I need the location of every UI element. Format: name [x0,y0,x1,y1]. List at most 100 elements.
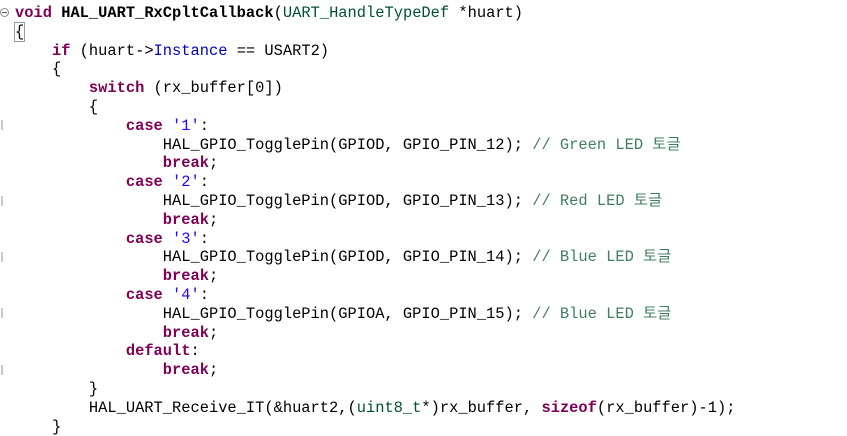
code-token: } [15,379,99,398]
code-token: : [199,116,210,135]
code-token: HAL_UART_RxCpltCallback [61,4,274,22]
code-line[interactable]: void HAL_UART_RxCpltCallback(UART_Handle… [15,4,735,23]
code-token: ; [208,323,219,342]
code-token: '2' [172,173,200,192]
code-line[interactable]: HAL_GPIO_TogglePin(GPIOD, GPIO_PIN_12); … [15,136,735,155]
code-token: HAL_GPIO_TogglePin(GPIOD, GPIO_PIN_13); [15,191,533,210]
code-line[interactable]: } [15,418,735,436]
code-token: case [125,285,163,304]
code-token [15,267,163,285]
code-token [52,4,61,22]
code-token: HAL_GPIO_TogglePin(GPIOA, GPIO_PIN_15); [15,304,533,323]
gutter-marker [1,308,3,318]
code-token [15,154,163,172]
code-token: { [15,97,99,116]
code-line[interactable]: HAL_GPIO_TogglePin(GPIOA, GPIO_PIN_15); … [15,305,735,324]
code-token: '1' [172,116,200,135]
gutter-marker [1,120,3,130]
gutter-marker [1,252,3,262]
code-line[interactable]: { [15,60,735,79]
code-line[interactable]: break; [15,324,735,343]
code-token [163,230,172,248]
code-token: // Red LED 토글 [532,191,663,210]
code-token: *huart) [449,4,524,22]
code-token: : [199,229,210,248]
code-token: break [162,154,209,173]
code-token: case [125,173,163,192]
code-line[interactable]: HAL_GPIO_TogglePin(GPIOD, GPIO_PIN_14); … [15,248,735,267]
code-token: sizeof [541,398,597,417]
code-token: ; [208,361,219,380]
code-token: (rx_buffer[0]) [144,79,283,98]
code-token [163,117,172,135]
code-token: // Blue LED 토글 [532,248,672,267]
code-line[interactable]: break; [15,361,735,380]
code-line[interactable]: case '3': [15,230,735,249]
code-token [15,324,163,342]
code-token: == USART2) [227,41,330,60]
code-token [15,361,163,379]
code-token: UART_HandleTypeDef [282,4,450,22]
code-line[interactable]: break; [15,154,735,173]
code-token: if [51,41,71,60]
code-line[interactable]: case '2': [15,173,735,192]
code-token: ; [208,267,219,286]
code-token: { [13,21,26,42]
code-token: HAL_UART_Receive_IT(&huart2,( [15,398,357,417]
code-line[interactable]: case '1': [15,117,735,136]
code-token: default [125,342,191,361]
code-token [15,117,126,135]
gutter-marker [1,365,3,375]
fold-collapse-icon[interactable] [0,8,9,17]
code-token [15,286,126,304]
gutter-marker [1,196,3,206]
code-token: break [162,323,209,342]
code-token: break [162,267,209,286]
code-line[interactable]: if (huart->Instance == USART2) [15,42,735,61]
code-token [15,173,126,191]
code-line[interactable]: switch (rx_buffer[0]) [15,79,735,98]
code-line[interactable]: { [13,21,735,42]
code-token: { [15,60,62,79]
code-line[interactable]: } [15,380,735,399]
code-line[interactable]: break; [15,267,735,286]
code-token: uint8_t [356,398,422,417]
code-token: switch [88,79,145,98]
code-line[interactable]: default: [15,342,735,361]
code-line[interactable]: { [15,98,735,117]
code-token: // Green LED 토글 [532,135,681,154]
code-token: '4' [172,285,200,304]
code-token: } [15,417,62,436]
code-token: : [199,285,210,304]
code-token: : [190,342,200,361]
code-token: ; [208,154,219,173]
code-token [15,42,52,60]
code-token: HAL_GPIO_TogglePin(GPIOD, GPIO_PIN_14); [15,248,533,267]
code-line[interactable]: case '4': [15,286,735,305]
code-token [163,173,172,191]
code-token: (huart-> [70,41,154,60]
code-token: Instance [153,41,228,60]
code-token: break [162,361,209,380]
code-line[interactable]: HAL_UART_Receive_IT(&huart2,(uint8_t*)rx… [15,398,736,418]
code-token: case [125,229,163,248]
code-token [15,342,126,360]
code-token: (rx_buffer)-1); [596,398,736,417]
code-text[interactable]: void HAL_UART_RxCpltCallback(UART_Handle… [13,4,736,436]
code-token: break [162,210,209,229]
code-token: ; [208,210,219,229]
code-token: case [125,116,163,135]
code-token: '3' [172,229,200,248]
code-line[interactable]: HAL_GPIO_TogglePin(GPIOD, GPIO_PIN_13); … [15,192,735,211]
code-token: void [15,4,52,22]
code-token [15,79,89,97]
code-token [15,230,126,248]
code-token: // Blue LED 토글 [532,304,672,323]
code-line[interactable]: break; [15,211,735,230]
code-token [15,211,163,229]
code-token: : [199,173,210,192]
code-token: *)rx_buffer, [421,398,542,417]
editor-gutter [0,0,9,425]
code-token: ( [273,4,283,22]
